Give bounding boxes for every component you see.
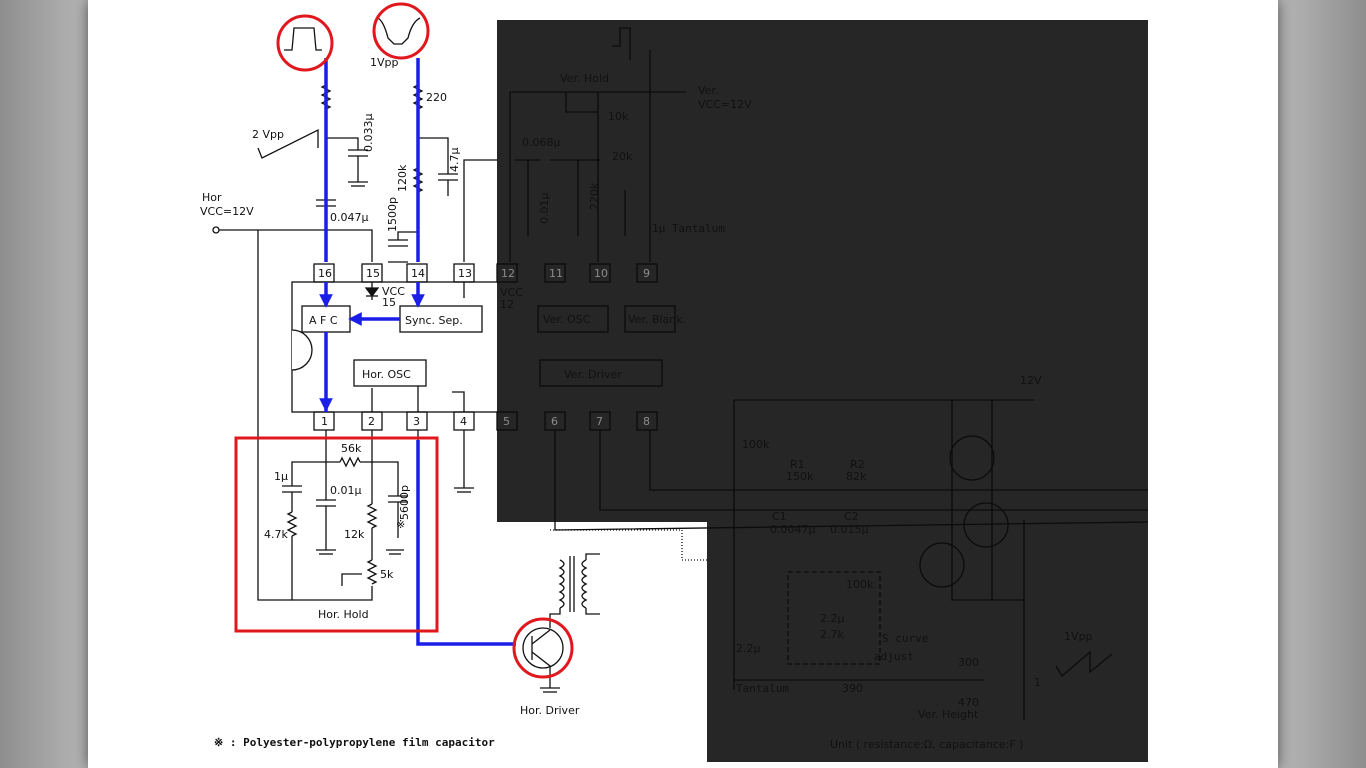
pin-10: 10 (594, 267, 608, 280)
pin-7: 7 (596, 415, 603, 428)
label-r2: R2 (850, 458, 865, 471)
label-220: 220 (426, 91, 447, 104)
pin-2: 2 (368, 415, 375, 428)
label-1vpp-right: 1Vpp (1064, 630, 1093, 643)
label-001: 0.01μ (330, 484, 362, 497)
label-c2: C2 (844, 510, 859, 523)
label-vcc15: VCC (382, 285, 405, 298)
label-0047: 0.047μ (330, 211, 369, 224)
label-hor-driver: Hor. Driver (520, 704, 580, 717)
label-vcc12-num: 12 (500, 298, 514, 311)
footnote-text: ※ : Polyester-polypropylene film capacit… (214, 736, 495, 749)
ver-driver-label: Ver. Driver (564, 368, 622, 381)
highlight-circle-pin16 (276, 14, 334, 72)
label-tantalum-2: Tantalum (736, 682, 789, 695)
label-100k: 100k (742, 438, 770, 451)
label-5600p: 5600p (398, 485, 411, 520)
label-001-ver: 0.01μ (538, 193, 551, 225)
label-1u: 1μ (274, 470, 288, 483)
highlight-box-hor-hold (234, 436, 439, 633)
pin-8: 8 (643, 415, 650, 428)
label-1vpp-top: 1Vpp (370, 56, 399, 69)
label-r1: R1 (790, 458, 805, 471)
label-0047u: 0.0047μ (770, 523, 816, 536)
label-27k: 2.7k (820, 628, 844, 641)
label-vcc12: VCC (500, 286, 523, 299)
label-150k: 150k (786, 470, 814, 483)
unit-note: Unit ( resistance:Ω, capacitance:F ) (830, 738, 1023, 751)
hor-osc-block (353, 359, 427, 387)
signal-path (319, 58, 516, 646)
label-s-curve: S curve (882, 632, 928, 645)
label-0068: 0.068μ (522, 136, 561, 149)
label-0015u: 0.015μ (830, 523, 869, 536)
pin-13: 13 (458, 267, 472, 280)
label-tantalum-1: 1μ Tantalum (652, 222, 725, 235)
highlight-circle-hor-driver (512, 617, 574, 679)
label-47k: 4.7k (264, 528, 288, 541)
label-220k: 220k (588, 182, 601, 210)
label-1500p: 1500p (386, 197, 399, 232)
label-hor-vcc: VCC=12V (200, 205, 254, 218)
pin-1: 1 (321, 415, 328, 428)
schematic-diagram: 2 Vpp 1Vpp 220 0.033μ 120k 4.7μ 1500p 0.… (200, 2, 1149, 762)
label-5k: 5k (380, 568, 394, 581)
highlights (234, 2, 574, 679)
label-ver-hold: Ver. Hold (560, 72, 609, 85)
sync-sep-label: Sync. Sep. (405, 314, 463, 327)
pin-3: 3 (413, 415, 420, 428)
label-120k: 120k (396, 164, 409, 192)
label-20k: 20k (612, 150, 633, 163)
label-300: 300 (958, 656, 979, 669)
label-0033: 0.033μ (362, 114, 375, 153)
label-hor-hold: Hor. Hold (318, 608, 369, 621)
label-2vpp: 2 Vpp (252, 128, 284, 141)
pin-9: 9 (643, 267, 650, 280)
pin-15: 15 (366, 267, 380, 280)
hor-osc-label: Hor. OSC (362, 368, 411, 381)
schematic-page: 2 Vpp 1Vpp 220 0.033μ 120k 4.7μ 1500p 0.… (88, 0, 1278, 768)
pin-11: 11 (549, 267, 563, 280)
label-adjust: adjust (874, 650, 914, 663)
label-1ohm: 1 (1034, 676, 1041, 689)
label-ver-height: Ver. Height (918, 708, 979, 721)
label-100k-2: 100k (846, 578, 874, 591)
label-12k: 12k (344, 528, 365, 541)
label-12v: 12V (1020, 374, 1042, 387)
label-47u: 4.7μ (448, 148, 461, 173)
label-470: 470 (958, 696, 979, 709)
pin-16: 16 (318, 267, 332, 280)
label-82k: 82k (846, 470, 867, 483)
pin-6: 6 (551, 415, 558, 428)
dark-region-wiring (496, 27, 1149, 720)
afc-label: A F C (309, 314, 338, 327)
label-ver: Ver. (698, 84, 718, 97)
pin-14: 14 (411, 267, 425, 280)
ver-osc-label: Ver. OSC (543, 313, 591, 326)
label-c1: C1 (772, 510, 787, 523)
sync-waveform-icon (377, 17, 421, 45)
label-ver-vcc: VCC=12V (698, 98, 752, 111)
highlight-circle-pin14 (372, 2, 430, 60)
label-22u-b: 2.2μ (736, 642, 761, 655)
label-hor: Hor (202, 191, 222, 204)
label-10k: 10k (608, 110, 629, 123)
label-390: 390 (842, 682, 863, 695)
pulse-waveform-icon (284, 27, 322, 51)
ver-blank-label: Ver. Blank. (628, 313, 686, 326)
pin-5: 5 (503, 415, 510, 428)
label-56k: 56k (341, 442, 362, 455)
pin-12: 12 (501, 267, 515, 280)
dark-overlay (497, 20, 1148, 762)
film-cap-mark: ※ (396, 518, 405, 531)
label-vcc15-num: 15 (382, 296, 396, 309)
pin-4: 4 (460, 415, 467, 428)
label-22u-a: 2.2μ (820, 612, 845, 625)
